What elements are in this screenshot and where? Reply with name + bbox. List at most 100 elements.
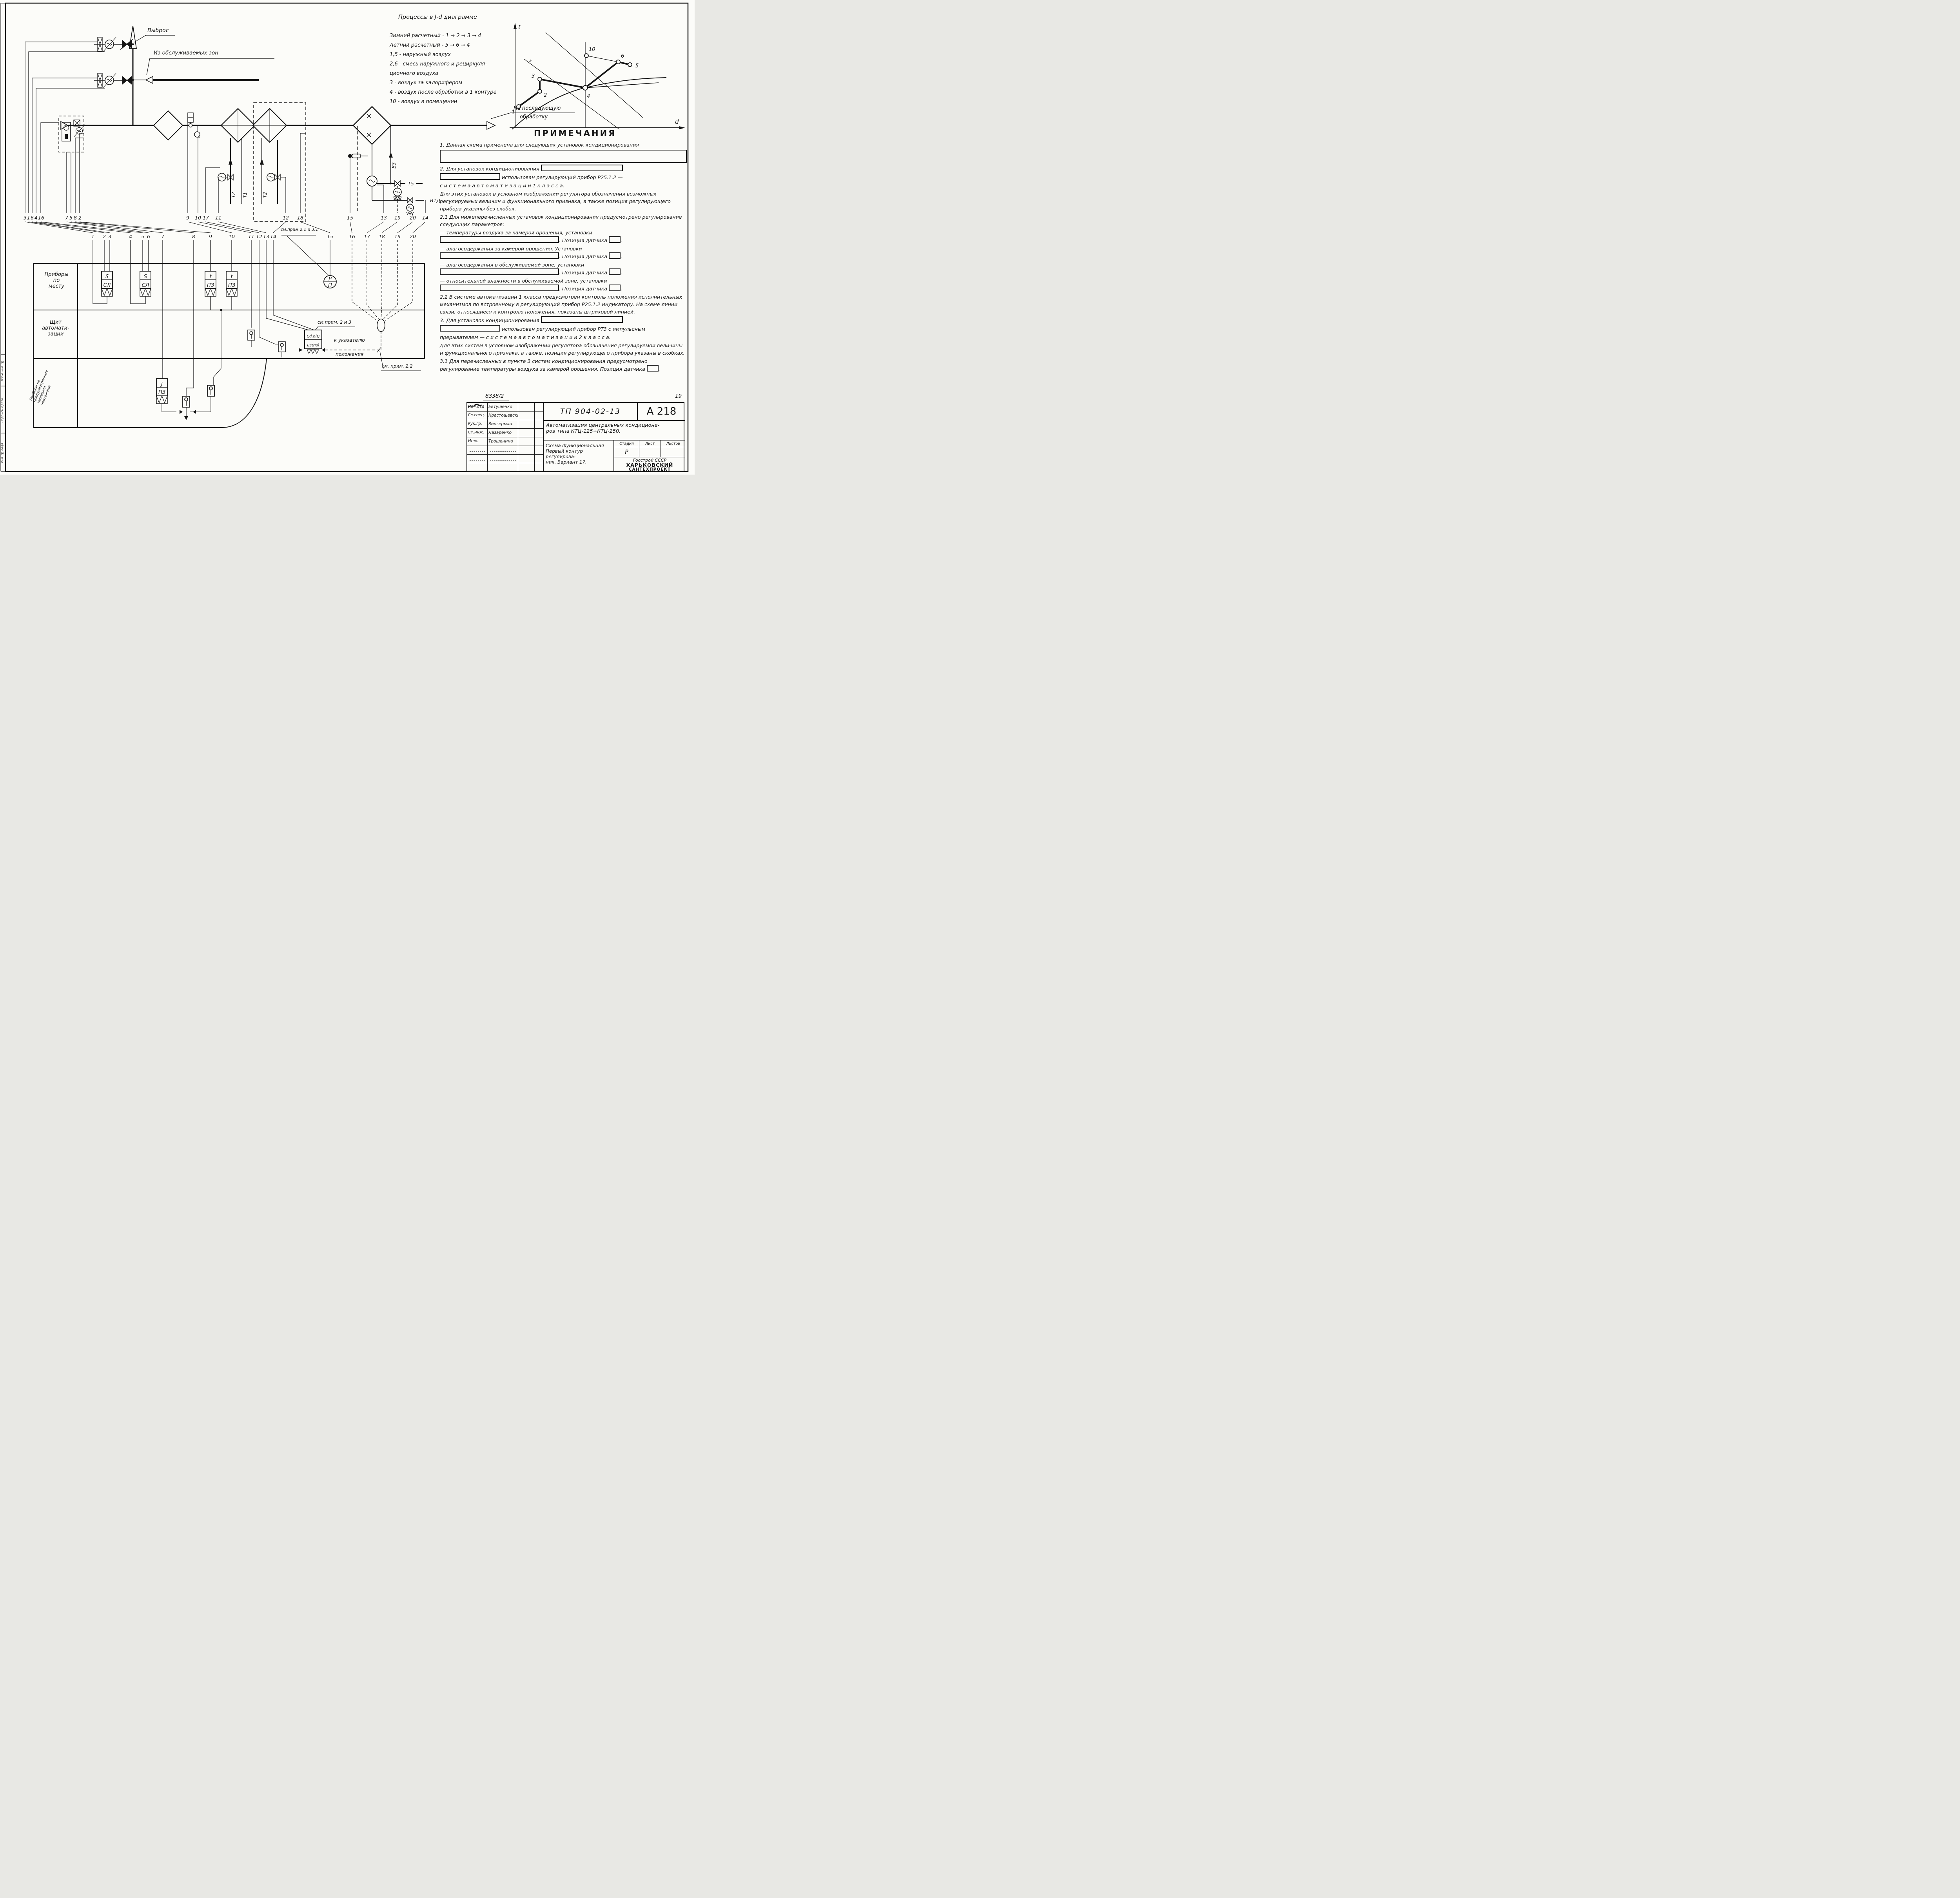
hx2-dashed-box xyxy=(253,102,306,222)
pipe-label-v3: В3 xyxy=(391,162,397,169)
notes-title: ПРИМЕЧАНИЯ xyxy=(534,129,617,138)
local-instruments xyxy=(93,271,337,385)
svg-text:ПЗ: ПЗ xyxy=(228,283,235,288)
person-name: Крастошевский xyxy=(488,412,518,420)
svg-text:3: 3 xyxy=(532,73,535,79)
label-to-indicator-2: положения xyxy=(336,352,364,357)
svg-text:СЛ: СЛ xyxy=(103,283,111,288)
jd-diagram xyxy=(510,23,685,130)
svg-text:10: 10 xyxy=(589,47,595,53)
svg-text:uз(пз): uз(пз) xyxy=(307,343,319,348)
svg-text:7: 7 xyxy=(65,215,68,221)
svg-text:20: 20 xyxy=(410,234,416,239)
blank-box xyxy=(440,173,500,180)
doc-small-number: 8338/2 xyxy=(485,393,504,399)
blank-box xyxy=(609,252,621,259)
blank-box xyxy=(609,268,621,275)
duct-sensor xyxy=(194,125,200,138)
svg-text:ПЗ: ПЗ xyxy=(207,283,214,288)
blank-box xyxy=(541,165,623,171)
role: Рук.гр. xyxy=(467,420,488,428)
svg-text:5: 5 xyxy=(69,215,73,221)
drawing-title: Автоматизация центральных кондиционе-ров… xyxy=(544,421,685,441)
svg-text:a: a xyxy=(529,59,532,63)
svg-text:СЛ: СЛ xyxy=(142,283,149,288)
label-exhaust: Выброс xyxy=(147,27,169,34)
page-number: 19 xyxy=(675,393,682,399)
stage-values: Р xyxy=(614,447,685,457)
svg-text:3: 3 xyxy=(108,234,111,239)
svg-text:14: 14 xyxy=(270,234,276,239)
schematic-drawing: Т2 Т1 Т2 В3 Т5 В1Д 31 64 167 58 29 1017 … xyxy=(0,2,689,472)
strip-label-vzam: Взам. инв. № xyxy=(0,360,4,381)
svg-text:2: 2 xyxy=(544,92,547,98)
svg-text:6: 6 xyxy=(147,234,150,239)
signal-lines-upper xyxy=(25,42,426,216)
heat-exchanger-2 xyxy=(252,108,287,143)
role: Нач.отд xyxy=(467,403,488,411)
label-next-processing-2: обработку xyxy=(520,114,548,120)
blank-box xyxy=(440,236,559,243)
role: Инж. xyxy=(467,437,488,446)
svg-text:5: 5 xyxy=(141,234,144,239)
see-note-leader xyxy=(281,235,329,276)
blank-box xyxy=(440,285,559,291)
pipe-label-t2b: Т2 xyxy=(262,192,268,198)
signature xyxy=(468,404,535,437)
svg-text:10: 10 xyxy=(195,215,201,221)
svg-text:S: S xyxy=(144,274,147,280)
label-to-indicator-1: к указателю xyxy=(334,337,365,343)
svg-text:J: J xyxy=(160,381,163,387)
svg-text:2: 2 xyxy=(103,234,106,239)
lower-table xyxy=(33,263,425,428)
svg-text:6: 6 xyxy=(31,215,34,221)
svg-text:15: 15 xyxy=(347,215,353,221)
svg-text:Р: Р xyxy=(328,276,332,282)
svg-text:7: 7 xyxy=(161,234,164,239)
sheet-frame xyxy=(0,2,689,472)
svg-text:11: 11 xyxy=(215,215,221,221)
blank-box xyxy=(440,252,559,259)
svg-text:16: 16 xyxy=(38,215,44,221)
svg-text:13: 13 xyxy=(263,234,269,239)
main-duct xyxy=(60,112,575,130)
svg-text:5: 5 xyxy=(635,63,639,69)
person-name: Трошенина xyxy=(488,437,518,446)
svg-text:4: 4 xyxy=(129,234,132,239)
svg-text:П: П xyxy=(328,283,332,288)
panel-devices xyxy=(247,319,421,371)
svg-text:4: 4 xyxy=(587,94,590,100)
label-see-note-21-31: см.прим.2.1 и 3.1 xyxy=(281,227,318,232)
pipe-label-t2a: Т2 xyxy=(231,192,236,198)
v1d-line xyxy=(372,197,424,216)
signature xyxy=(468,404,535,420)
role: Ст.инж. xyxy=(467,429,488,437)
damper-actuator xyxy=(187,112,194,128)
sheet-code: А 218 xyxy=(638,403,685,421)
blank-box xyxy=(646,365,659,372)
svg-text:t,d,φ(t): t,d,φ(t) xyxy=(307,334,319,339)
svg-text:S: S xyxy=(105,274,109,280)
blank-box xyxy=(541,316,623,323)
svg-text:6: 6 xyxy=(621,53,624,59)
inlet-unit xyxy=(58,116,85,152)
svg-text:19: 19 xyxy=(394,234,401,239)
strip-label-podpis: Подпись и дата xyxy=(0,398,4,423)
jd-axis-d: d xyxy=(675,118,679,125)
strip-label-inv: Инв. № подл. xyxy=(0,442,4,463)
stage-value: Р xyxy=(614,447,639,457)
signature xyxy=(468,403,535,411)
exhaust-duct xyxy=(94,25,175,125)
svg-text:12: 12 xyxy=(256,234,262,239)
instrument-letters: SСЛ SСЛ tПЗ tПЗ РП JПЗ t,d,φ(t) uз(пз) xyxy=(103,274,332,395)
svg-text:10: 10 xyxy=(229,234,235,239)
jd-title: Процессы в J-d диаграмме xyxy=(398,14,477,20)
person-name: Зингерман xyxy=(488,420,518,428)
pipe-label-t1: Т1 xyxy=(242,192,248,198)
heating-pipes xyxy=(218,138,281,204)
